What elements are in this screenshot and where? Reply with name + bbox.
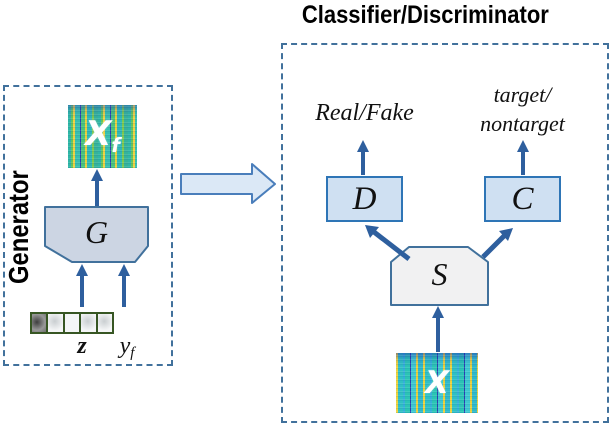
c-box: C	[484, 176, 561, 222]
d-label: D	[352, 180, 377, 217]
c-label: C	[511, 180, 534, 217]
yf-label-base: y	[119, 333, 131, 359]
xf-label-subscript: f	[111, 134, 120, 158]
arrow-x-to-s	[432, 306, 444, 352]
real-fake-label: Real/Fake	[315, 100, 414, 126]
s-label: S	[431, 255, 448, 292]
arrow-yf-to-g	[118, 264, 130, 307]
x-label-base: X	[425, 364, 449, 401]
generator-dashed-box	[3, 85, 173, 366]
xf-spectrogram: Xf	[68, 105, 137, 168]
arrow-g-to-xf	[91, 169, 103, 206]
classifier-discriminator-title: Classifier/Discriminator	[260, 1, 590, 31]
xf-label-base: X	[85, 114, 112, 155]
xf-label: Xf	[85, 117, 120, 156]
x-label: X	[425, 364, 449, 401]
yf-label-subscript: f	[130, 344, 135, 361]
z-vector-cell	[46, 312, 65, 334]
g-block	[44, 206, 149, 263]
nontarget-line: nontarget	[480, 111, 565, 136]
classifier-discriminator-title-text: Classifier/Discriminator	[301, 1, 549, 29]
s-block	[390, 246, 489, 306]
classifier-dashed-box	[281, 43, 609, 423]
arrow-z-to-g	[76, 264, 88, 307]
g-label: G	[84, 214, 109, 250]
target-line: target/	[493, 82, 552, 107]
z-vector-cell	[95, 312, 115, 334]
yf-label: yf	[106, 333, 148, 362]
arrow-s-to-c	[481, 228, 513, 259]
z-vector-strip	[30, 312, 115, 334]
arrow-s-to-d	[365, 225, 411, 261]
d-box: D	[326, 176, 403, 222]
x-spectrogram: X	[396, 353, 478, 413]
arrow-d-to-output	[357, 140, 369, 175]
generator-to-classifier-block-arrow	[180, 163, 276, 204]
arrow-c-to-output	[517, 140, 529, 175]
target-nontarget-label: target/ nontarget	[455, 80, 590, 138]
z-label: z	[77, 333, 87, 359]
